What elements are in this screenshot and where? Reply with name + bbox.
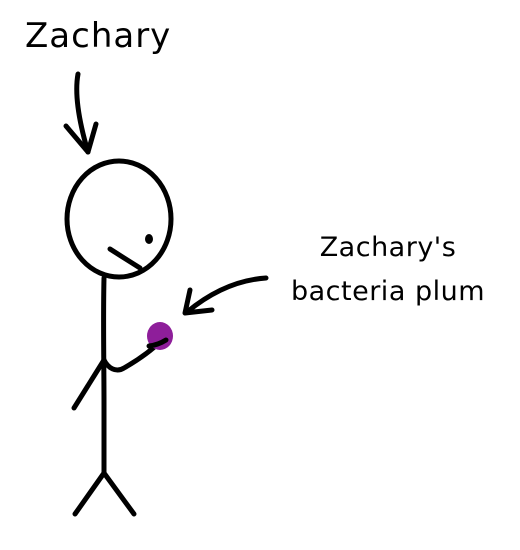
plum-caption-line-1: Zachary's: [319, 232, 457, 263]
plum-arrow-head: [182, 287, 215, 316]
plum-arrow-shaft: [184, 275, 269, 315]
left-arm: [71, 357, 107, 411]
plum-arrow: [182, 275, 269, 316]
name-arrow: [63, 71, 99, 155]
left-leg: [72, 470, 107, 517]
name-arrow-head: [63, 121, 99, 155]
eye: [145, 234, 153, 244]
plum-caption-line-2: bacteria plum: [290, 276, 485, 307]
mouth: [107, 246, 143, 271]
hand: [146, 337, 169, 349]
right-arm: [101, 337, 165, 373]
head-circle: [64, 158, 174, 280]
name-arrow-shaft: [74, 71, 91, 155]
right-leg: [101, 470, 137, 517]
plum-caption: Zachary's bacteria plum: [268, 226, 508, 314]
person-name-label: Zachary: [25, 16, 172, 56]
